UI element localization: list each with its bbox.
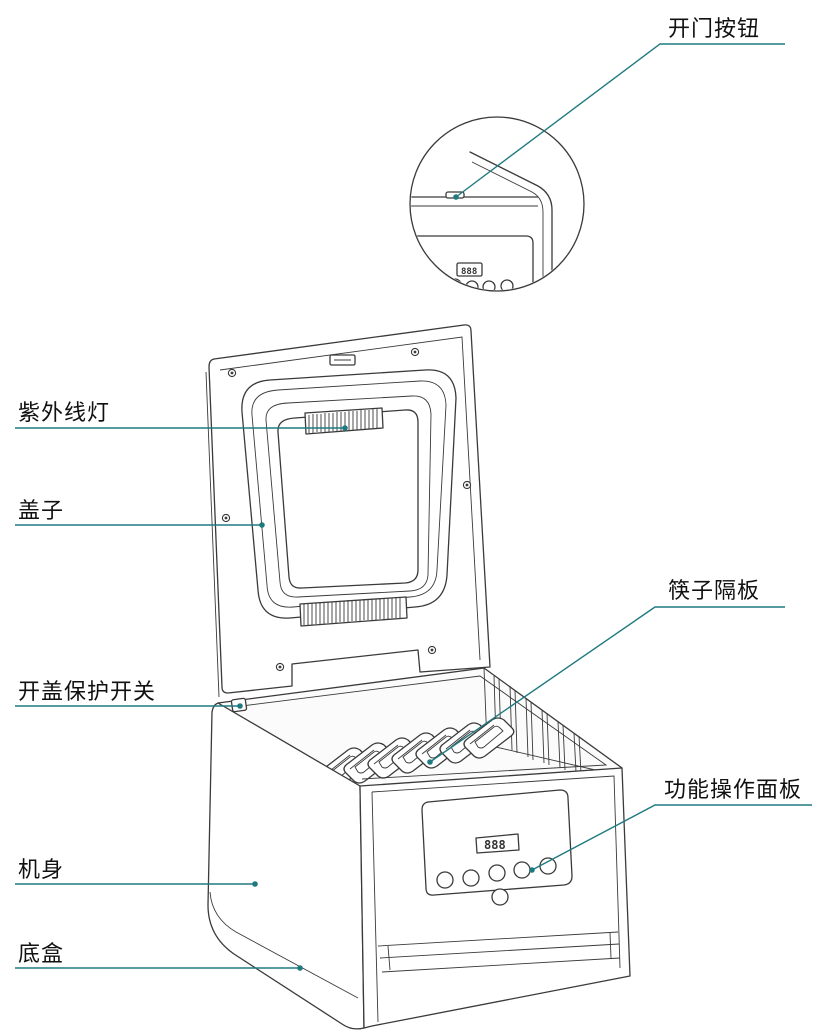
callout-chopstick-divider: 筷子隔板	[427, 579, 785, 765]
uv-lamp-bottom-fins	[303, 597, 401, 625]
label-lid-protection-switch: 开盖保护开关	[18, 680, 156, 705]
screw-3-center	[224, 516, 228, 520]
interior-opening	[218, 668, 622, 786]
zoom-detail: 888	[409, 116, 585, 292]
callout-control-panel: 功能操作面板	[529, 778, 812, 873]
annotations: 开门按钮 紫外线灯 盖子 筷子隔板 开盖保护开关 功能操作面板	[15, 17, 812, 971]
zoom-display-readout: 888	[461, 267, 477, 277]
body-interior	[218, 667, 622, 786]
window-inner-ring	[265, 395, 432, 598]
label-uv-lamp: 紫外线灯	[18, 401, 110, 426]
leader-door-button	[455, 43, 785, 198]
zoom-corner-edge-inner	[471, 161, 544, 290]
screw-4-center	[465, 483, 469, 487]
interior-wall-ribs	[493, 675, 582, 774]
label-door-button: 开门按钮	[668, 17, 760, 42]
uv-lamp-top-fins	[308, 409, 378, 433]
callout-lid-protection-switch: 开盖保护开关	[15, 680, 243, 709]
leader-dot-uv-lamp	[342, 425, 348, 431]
lid-thickness-edge	[205, 371, 220, 698]
label-chopstick-divider: 筷子隔板	[668, 579, 760, 604]
bottom-slot-ends	[387, 932, 612, 971]
zoom-panel-frame	[411, 235, 534, 290]
leader-dot-lid	[259, 522, 265, 528]
screw-1-center	[230, 371, 234, 375]
window-outer-ring	[241, 369, 457, 619]
uv-lamp-bottom	[299, 596, 408, 627]
screw-2-center	[413, 350, 417, 354]
zoom-circle-outline	[409, 116, 585, 292]
label-lid: 盖子	[18, 499, 64, 524]
front-frame-top	[371, 775, 621, 969]
label-control-panel: 功能操作面板	[664, 778, 802, 803]
lid-screws	[221, 347, 472, 672]
panel-button-1	[436, 871, 454, 889]
leader-dot-body	[252, 881, 258, 887]
zoom-circle-bg	[410, 117, 584, 291]
panel-display	[475, 833, 520, 854]
bottom-box-seam	[209, 891, 359, 999]
front-corner-edge	[371, 791, 379, 1023]
rim-inner-edge	[233, 675, 608, 780]
window-middle-ring	[251, 380, 447, 608]
panel-display-readout: 888	[484, 838, 506, 852]
screw-5-center	[278, 665, 282, 669]
body-left-face	[207, 702, 365, 1030]
leader-dot-chopstick-divider	[427, 759, 433, 765]
label-body: 机身	[18, 858, 64, 883]
leader-dot-door-button	[453, 194, 459, 200]
leader-dot-lid-protection-switch	[237, 703, 243, 709]
zoom-button-3	[482, 280, 496, 290]
lid-outline	[208, 324, 491, 694]
panel-button-3	[488, 864, 506, 882]
lid	[205, 324, 491, 698]
lid-inner-border	[219, 336, 481, 661]
callout-bottom-box: 底盒	[15, 942, 303, 971]
leader-control-panel	[531, 804, 812, 871]
panel-button-5	[539, 857, 557, 875]
panel-power-button	[491, 888, 509, 906]
label-bottom-box: 底盒	[18, 942, 64, 967]
zoom-display	[456, 262, 483, 277]
leader-chopstick-divider	[429, 606, 785, 763]
zoom-corner-edge	[469, 151, 553, 290]
callout-body: 机身	[15, 858, 258, 887]
rim-back-edge	[217, 667, 623, 769]
leader-dot-bottom-box	[297, 965, 303, 971]
screw-6-center	[430, 648, 434, 652]
panel-button-2	[462, 869, 480, 887]
zoom-button-4	[500, 279, 514, 290]
leader-dot-control-panel	[529, 867, 535, 873]
panel-button-4	[513, 861, 531, 879]
uv-window	[277, 409, 419, 589]
callout-lid: 盖子	[15, 499, 265, 528]
interior-floor-edge	[486, 744, 605, 773]
callout-door-button: 开门按钮	[453, 17, 785, 200]
callout-uv-lamp: 紫外线灯	[15, 401, 348, 431]
bottom-slot-lines	[377, 931, 621, 973]
